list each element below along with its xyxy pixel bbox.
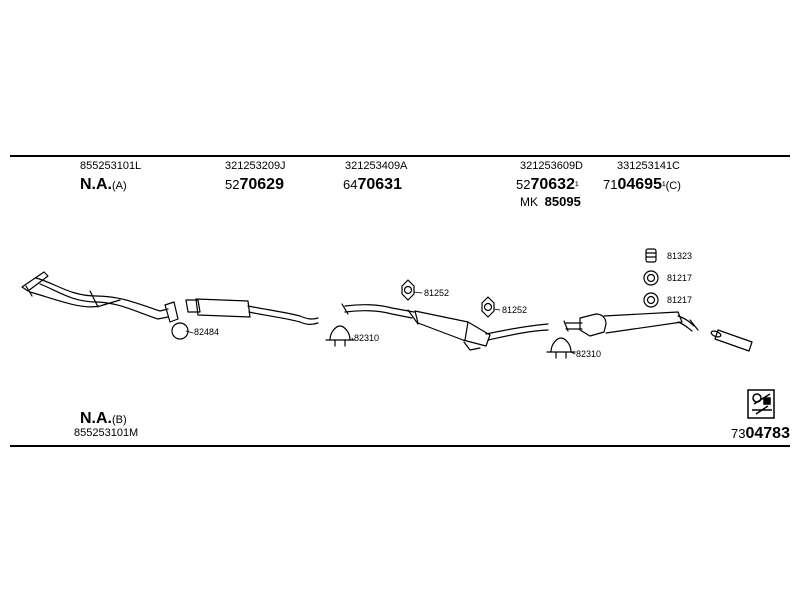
- part-number-4: 5270632¹: [516, 176, 579, 193]
- part-number-1: N.A.(A): [80, 176, 127, 193]
- part-label-81323: 81323: [667, 251, 693, 261]
- mounting-kit-icon: [747, 389, 775, 419]
- part-label-82310-a: 82310: [354, 333, 380, 343]
- rear-silencer-drawing: [563, 311, 699, 337]
- hanger-81252-b-drawing: [481, 296, 495, 318]
- middle-silencer-drawing: [341, 303, 549, 351]
- bottom-rule: [10, 445, 790, 447]
- part-label-81252-b: 81252: [502, 305, 528, 315]
- part-number-2: 5270629: [225, 176, 284, 193]
- gasket-82484-drawing: [171, 322, 189, 340]
- part-label-82484: 82484: [194, 327, 220, 337]
- part-label-81252-a: 81252: [424, 288, 450, 298]
- front-pipe-drawing: [21, 271, 179, 323]
- hanger-81252-a-drawing: [401, 279, 415, 301]
- part-label-82310-b: 82310: [576, 349, 602, 359]
- footer-left-oe: 855253101M: [74, 427, 139, 439]
- oe-number-3: 321253409A: [345, 160, 408, 172]
- clamp-82310-b-drawing: [546, 337, 576, 359]
- oe-number-5: 331253141C: [617, 160, 681, 172]
- ring-81217-b-drawing: [643, 292, 659, 308]
- part-label-81217-b: 81217: [667, 295, 693, 305]
- oe-number-4: 321253609D: [520, 160, 584, 172]
- bolt-81323-drawing: [645, 248, 657, 263]
- footer-left-part: N.A.(B): [80, 410, 127, 427]
- top-rule: [10, 155, 790, 157]
- mounting-kit-number: MK 85095: [520, 194, 581, 209]
- oe-number-2: 321253209J: [225, 160, 286, 172]
- part-label-81217-a: 81217: [667, 273, 693, 283]
- tailpipe-drawing: [710, 329, 753, 352]
- ring-81217-a-drawing: [643, 270, 659, 286]
- oe-number-1: 855253101L: [80, 160, 142, 172]
- footer-right-part: 7304783: [731, 425, 790, 442]
- front-silencer-drawing: [185, 298, 319, 325]
- part-number-5: 7104695¹(C): [603, 176, 681, 193]
- part-number-3: 6470631: [343, 176, 402, 193]
- clamp-82310-a-drawing: [325, 325, 355, 347]
